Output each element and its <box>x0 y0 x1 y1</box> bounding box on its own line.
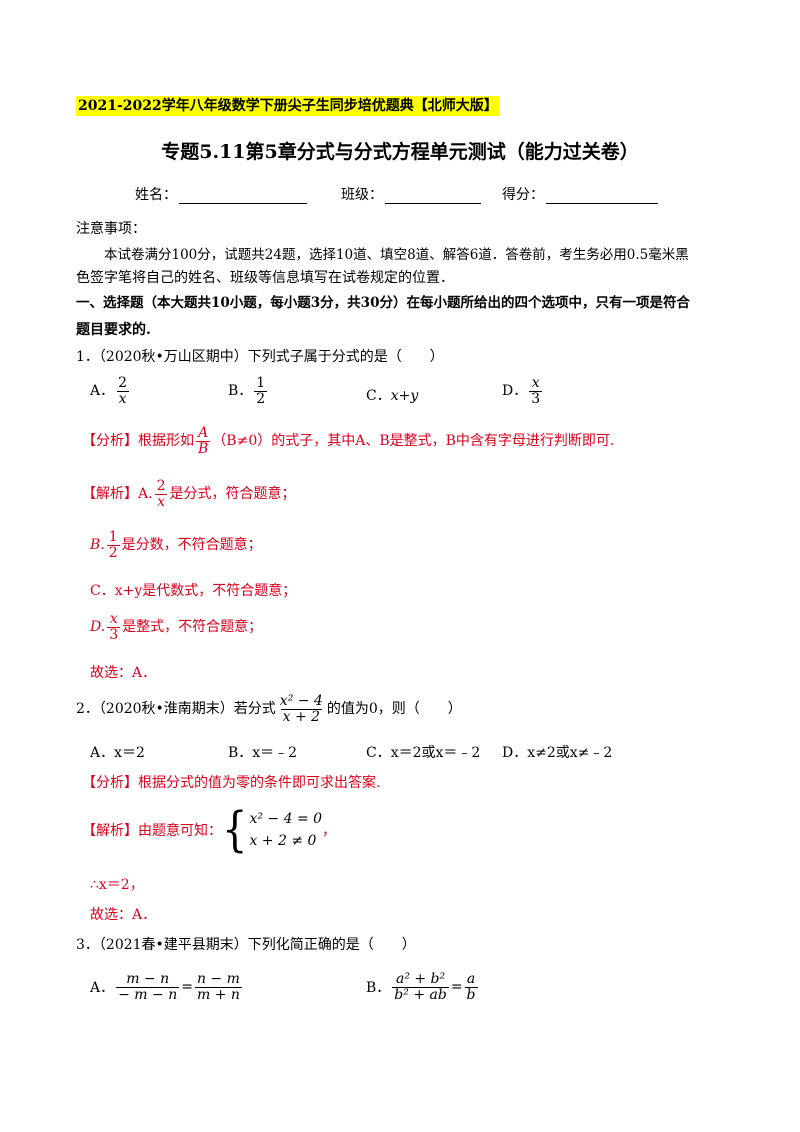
q1-b-numerator: 1 <box>256 375 266 391</box>
q2-stem-suffix: 的值为0，则（ ） <box>326 701 462 718</box>
score-field: 得分： <box>502 184 658 204</box>
q1-solution-b-denominator: 2 <box>106 544 120 561</box>
notes-line-1: 本试卷满分100分，试题共24题，选择10道、填空8道、解答6道．答卷前，考生务… <box>104 247 689 263</box>
q3-a-right-denominator: m + n <box>194 986 242 1003</box>
section-heading-line-1: 一、选择题（本大题共10小题，每小题3分，共30分）在每小题所给出的四个选项中，… <box>76 295 690 311</box>
score-label: 得分： <box>502 187 544 203</box>
section-heading-line-2: 题目要求的. <box>76 322 151 338</box>
q1-solution-d-numerator: x <box>109 611 118 627</box>
left-brace-icon: { <box>222 802 248 858</box>
q2-solution-suffix: ， <box>322 823 337 839</box>
q2-stem-numerator: x² − 4 <box>279 693 323 709</box>
q1-analysis-denominator: B <box>196 440 211 457</box>
notes-line-2: 色签字笔将自己的姓名、班级等信息填写在试卷规定的位置． <box>76 270 454 286</box>
q2-therefore: ∴x＝2， <box>90 877 144 893</box>
q1-solution-d-denominator: 3 <box>107 626 121 643</box>
q1-solution-b-numerator: 1 <box>108 529 118 545</box>
q3-b-left-numerator: a² + b² <box>395 971 446 987</box>
name-field: 姓名： <box>135 184 307 204</box>
q1-answer: 故选：A． <box>90 665 157 681</box>
q1-solution-b-suffix: 是分数，不符合题意； <box>121 537 262 554</box>
q1-analysis-prefix: 【分析】根据形如 <box>82 433 194 450</box>
class-label: 班级： <box>341 187 383 203</box>
q1-solution-d-suffix: 是整式，不符合题意； <box>122 619 263 636</box>
q1-d-denominator: 3 <box>529 390 543 407</box>
q3-a-left-numerator: m − n <box>126 971 170 987</box>
q1-option-d-label: D． <box>502 383 528 400</box>
q2-option-a: A．x＝2 <box>90 745 145 761</box>
score-blank <box>546 203 658 204</box>
q1-option-c: C．x+y <box>366 385 418 405</box>
q1-solution-b-prefix: B. <box>90 537 105 554</box>
series-banner: 2021-2022学年八年级数学下册尖子生同步培优题典【北师大版】 <box>76 96 500 116</box>
q1-solution-prefix: 【解析】A. <box>82 486 153 503</box>
q1-option-c-value: x+y <box>390 388 419 404</box>
q1-option-c-label: C． <box>366 388 391 404</box>
q2-solution-prefix: 【解析】由题意可知： <box>82 823 222 839</box>
q1-stem: 1．（2020秋•万山区期中）下列式子属于分式的是（ ） <box>76 349 444 365</box>
q2-analysis: 【分析】根据分式的值为零的条件即可求出答案. <box>82 775 381 791</box>
q2-solution: 【解析】由题意可知：{x² − 4 = 0 x + 2 ≠ 0 ， <box>82 802 337 858</box>
q3-option-b-label: B． <box>366 980 391 997</box>
q1-solution-denominator: x <box>155 493 167 510</box>
name-blank <box>179 203 307 204</box>
q2-system-eq-1: x² − 4 = 0 <box>249 811 323 827</box>
q2-option-d: D．x≠2或x≠﹣2 <box>502 745 613 761</box>
q1-analysis-numerator: A <box>198 425 209 441</box>
q3-b-right-numerator: a <box>466 971 476 987</box>
q3-option-a-label: A． <box>90 980 115 997</box>
q3-b-left-denominator: b² + ab <box>392 986 449 1003</box>
q1-b-denominator: 2 <box>254 390 268 407</box>
notes-heading: 注意事项： <box>76 221 146 237</box>
q1-option-b-label: B． <box>228 383 253 400</box>
q1-a-denominator: x <box>116 390 129 407</box>
q1-solution-numerator: 2 <box>156 478 166 494</box>
q3-a-equals: = <box>181 979 193 996</box>
q2-stem-denominator: x + 2 <box>280 708 323 725</box>
page-title: 专题5.11第5章分式与分式方程单元测试（能力过关卷） <box>161 141 639 163</box>
q2-answer: 故选：A． <box>90 907 157 923</box>
q3-a-left-denominator: − m − n <box>116 986 180 1003</box>
q1-solution-suffix: 是分式，符合题意； <box>169 486 296 503</box>
class-field: 班级： <box>341 184 481 204</box>
q1-solution-d-prefix: D. <box>90 619 106 636</box>
q1-d-numerator: x <box>531 375 540 391</box>
class-blank <box>385 203 481 204</box>
q2-option-b: B．x＝﹣2 <box>228 745 298 761</box>
q3-b-right-denominator: b <box>464 986 478 1003</box>
q1-a-numerator: 2 <box>118 375 128 391</box>
q1-solution-c: C．x+y是代数式，不符合题意； <box>90 583 297 599</box>
q2-system-eq-2: x + 2 ≠ 0 <box>249 833 317 849</box>
name-label: 姓名： <box>135 187 177 203</box>
q2-stem-prefix: 2．（2020秋•淮南期末）若分式 <box>76 701 276 718</box>
q3-a-right-numerator: n − m <box>196 971 240 987</box>
q3-stem: 3．（2021春•建平县期末）下列化简正确的是（ ） <box>76 937 416 953</box>
q3-b-equals: = <box>450 979 463 996</box>
q1-option-a-label: A． <box>90 383 115 400</box>
q2-option-c: C．x＝2或x＝﹣2 <box>366 745 481 761</box>
q1-analysis-suffix: （B≠0）的式子，其中A、B是整式，B中含有字母进行判断即可. <box>212 433 615 450</box>
